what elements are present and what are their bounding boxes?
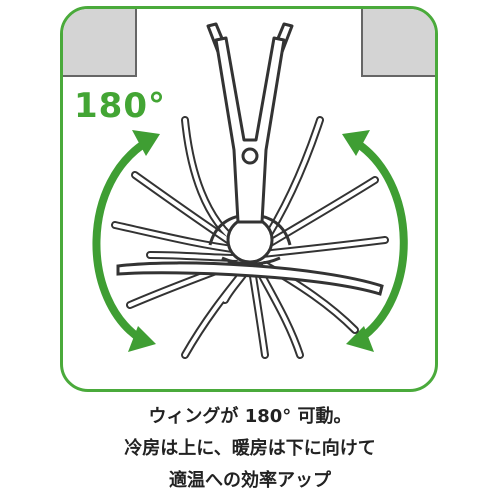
rotation-angle-label: 180°: [74, 86, 166, 126]
left-rotation-arrow-icon: [92, 130, 160, 352]
fan-illustration: [92, 22, 408, 359]
caption-line-3: 適温への効率アップ: [169, 470, 331, 491]
caption-line-1: ウィングが 180° 可動。: [148, 406, 352, 427]
mount-bracket-left: [63, 9, 137, 77]
mount-bracket-right: [361, 9, 435, 77]
caption-line-2: 冷房は上に、暖房は下に向けて: [124, 438, 376, 459]
right-rotation-arrow-icon: [342, 130, 408, 352]
clip-arm: [206, 22, 294, 224]
main-blade: [116, 261, 384, 296]
